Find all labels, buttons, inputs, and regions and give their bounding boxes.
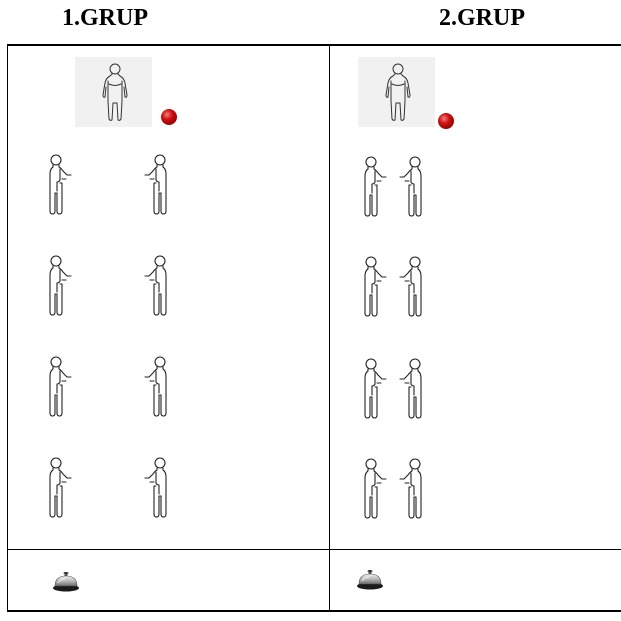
student-icon (394, 457, 424, 521)
group-1-title: 1.GRUP (62, 5, 148, 31)
teacher-icon (75, 57, 152, 127)
teacher-icon (358, 57, 435, 127)
column-divider (329, 44, 330, 612)
groups-header: 1.GRUP 2.GRUP (0, 0, 621, 44)
student-icon (139, 355, 169, 419)
student-icon (362, 155, 392, 219)
service-bell-icon (51, 571, 81, 593)
student-icon (362, 255, 392, 319)
student-icon (139, 153, 169, 217)
student-icon (47, 355, 77, 419)
student-icon (394, 357, 424, 421)
service-bell-icon (355, 569, 385, 591)
row-divider (7, 549, 621, 550)
student-icon (362, 457, 392, 521)
student-icon (362, 357, 392, 421)
student-icon (47, 254, 77, 318)
student-icon (47, 456, 77, 520)
student-icon (394, 155, 424, 219)
groups-table (7, 44, 621, 612)
student-icon (139, 456, 169, 520)
red-ball-icon (438, 113, 454, 129)
group-2-title: 2.GRUP (439, 5, 525, 31)
red-ball-icon (161, 109, 177, 125)
student-icon (139, 254, 169, 318)
student-icon (47, 153, 77, 217)
student-icon (394, 255, 424, 319)
